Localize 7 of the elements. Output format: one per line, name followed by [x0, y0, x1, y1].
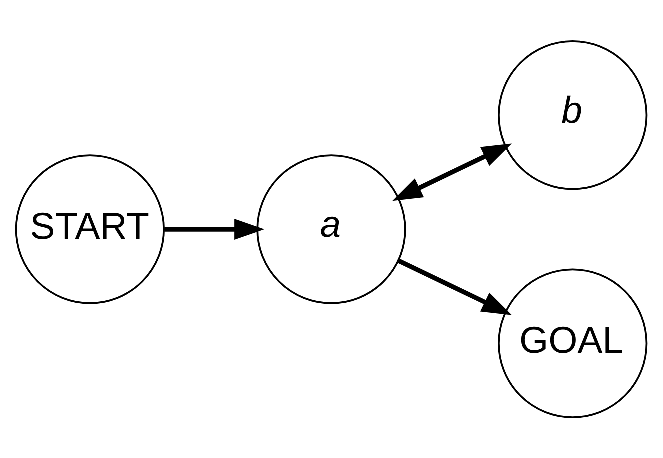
node-circle: START [15, 154, 165, 304]
node-circle: b [498, 40, 648, 190]
node-circle: a [256, 154, 406, 304]
arrow [392, 143, 512, 201]
arrow [164, 218, 265, 240]
node-circle: GOAL [498, 268, 648, 418]
arrow [398, 258, 512, 315]
